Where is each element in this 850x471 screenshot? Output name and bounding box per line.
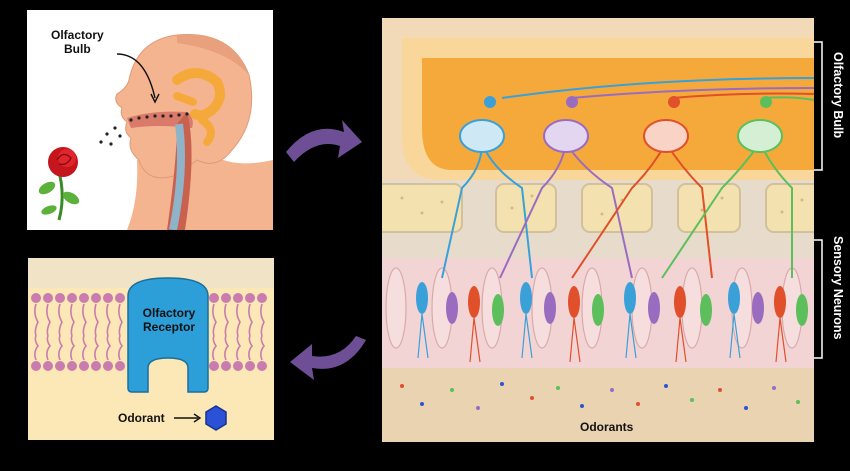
section-brackets: [814, 40, 826, 360]
sensory-neurons-side-label: Sensory Neurons: [831, 236, 845, 340]
olfactory-cross-section-panel: Odorants: [382, 18, 814, 442]
rose-icon: [37, 147, 82, 220]
receptor-panel: Olfactory Receptor Odorant: [28, 258, 274, 440]
olfactory-bulb-side-label: Olfactory Bulb: [831, 52, 845, 138]
right-arrow-icon: [282, 112, 364, 170]
odorants-label: Odorants: [580, 420, 633, 434]
odorant-label: Odorant: [118, 411, 165, 425]
olfactory-bulb-callout-label: Olfactory Bulb: [51, 28, 104, 56]
head-illustration-panel: Olfactory Bulb: [27, 10, 273, 230]
odorant-hexagon-icon: [206, 406, 226, 430]
olfactory-receptor-protein: [128, 278, 208, 392]
olfactory-cross-section: [382, 18, 814, 442]
olfactory-receptor-label: Olfactory Receptor: [136, 306, 202, 334]
left-arrow-icon: [286, 334, 370, 388]
